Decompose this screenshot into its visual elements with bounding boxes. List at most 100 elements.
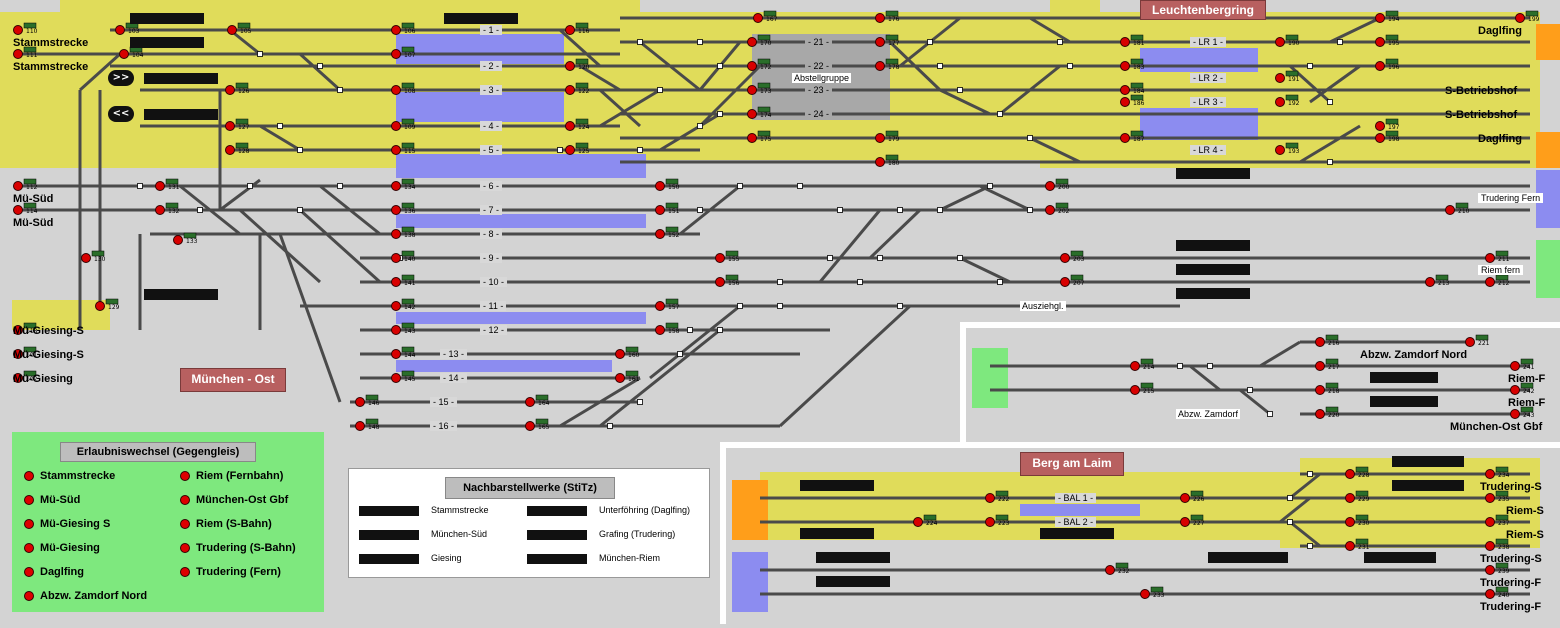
signal-151[interactable]: 151 — [655, 202, 680, 215]
signal-192[interactable]: 192 — [1275, 94, 1300, 107]
signal-203[interactable]: 203 — [1060, 250, 1085, 263]
switch-point[interactable] — [897, 207, 903, 213]
legend-item-mue-giesing-s[interactable]: Mü-Giesing S — [24, 518, 110, 530]
switch-point[interactable] — [247, 183, 253, 189]
signal-144[interactable]: 144 — [391, 346, 416, 359]
train-number-field[interactable] — [1176, 168, 1250, 179]
signal-167[interactable]: 167 — [753, 10, 778, 23]
signal-160[interactable]: 160 — [615, 346, 640, 359]
neighbor-muenchen-sued[interactable]: München-Süd — [359, 529, 487, 540]
switch-point[interactable] — [197, 207, 203, 213]
legend-item-mue-sued[interactable]: Mü-Süd — [24, 494, 80, 506]
switch-point[interactable] — [777, 279, 783, 285]
signal-158[interactable]: 158 — [655, 322, 680, 335]
switch-point[interactable] — [837, 207, 843, 213]
signal-106[interactable]: 106 — [391, 22, 416, 35]
signal-227[interactable]: 227 — [1180, 514, 1205, 527]
switch-point[interactable] — [297, 207, 303, 213]
signal-226[interactable]: 226 — [1180, 490, 1205, 503]
signal-108[interactable]: 108 — [391, 82, 416, 95]
switch-point[interactable] — [827, 255, 833, 261]
signal-181[interactable]: 181 — [1120, 34, 1145, 47]
switch-point[interactable] — [297, 147, 303, 153]
signal-177[interactable]: 177 — [875, 34, 900, 47]
train-number-field[interactable] — [800, 528, 874, 539]
train-number-field[interactable] — [130, 37, 204, 48]
signal-174[interactable]: 174 — [747, 106, 772, 119]
train-number-field[interactable] — [144, 73, 218, 84]
train-number-field[interactable] — [1370, 396, 1438, 407]
switch-point[interactable] — [637, 39, 643, 45]
signal-195[interactable]: 195 — [1375, 34, 1400, 47]
neighbor-unterfoehring[interactable]: Unterföhring (Daglfing) — [527, 505, 690, 516]
train-number-field[interactable] — [1364, 552, 1436, 563]
signal-207[interactable]: 207 — [1060, 274, 1085, 287]
signal-173[interactable]: 173 — [747, 82, 772, 95]
signal-176[interactable]: 176 — [875, 10, 900, 23]
signal-235[interactable]: 235 — [1485, 490, 1510, 503]
signal-110[interactable]: 110 — [13, 22, 38, 35]
signal-216[interactable]: 216 — [1315, 334, 1340, 347]
signal-222[interactable]: 222 — [985, 490, 1010, 503]
switch-point[interactable] — [1287, 519, 1293, 525]
train-number-field[interactable] — [1176, 264, 1250, 275]
signal-179[interactable]: 179 — [875, 130, 900, 143]
train-number-field[interactable] — [816, 576, 890, 587]
switch-point[interactable] — [717, 63, 723, 69]
switch-point[interactable] — [607, 423, 613, 429]
signal-138[interactable]: 138 — [391, 226, 416, 239]
signal-183[interactable]: 183 — [1120, 58, 1145, 71]
signal-114[interactable]: 114 — [13, 202, 38, 215]
signal-130[interactable]: 130 — [81, 250, 106, 263]
switch-point[interactable] — [637, 147, 643, 153]
signal-217[interactable]: 217 — [1315, 358, 1340, 371]
signal-148[interactable]: 148 — [355, 418, 380, 431]
signal-194[interactable]: 194 — [1375, 10, 1400, 23]
signal-122[interactable]: 122 — [565, 82, 590, 95]
signal-187[interactable]: 187 — [1120, 130, 1145, 143]
switch-point[interactable] — [877, 255, 883, 261]
neighbor-stammstrecke[interactable]: Stammstrecke — [359, 505, 489, 516]
signal-112[interactable]: 112 — [13, 178, 38, 191]
switch-point[interactable] — [637, 399, 643, 405]
train-number-field[interactable] — [1370, 372, 1438, 383]
signal-150[interactable]: 150 — [655, 178, 680, 191]
switch-point[interactable] — [697, 123, 703, 129]
signal-197[interactable]: 197 — [1375, 118, 1400, 131]
signal-186[interactable]: 186 — [1120, 94, 1145, 107]
switch-point[interactable] — [987, 183, 993, 189]
signal-125[interactable]: 125 — [565, 142, 590, 155]
signal-103[interactable]: 103 — [115, 22, 140, 35]
signal-234[interactable]: 234 — [1485, 466, 1510, 479]
switch-point[interactable] — [1267, 411, 1273, 417]
train-number-field[interactable] — [144, 289, 218, 300]
switch-point[interactable] — [1337, 39, 1343, 45]
switch-point[interactable] — [1057, 39, 1063, 45]
signal-157[interactable]: 157 — [655, 298, 680, 311]
switch-point[interactable] — [257, 51, 263, 57]
switch-point[interactable] — [957, 255, 963, 261]
signal-198[interactable]: 198 — [1375, 130, 1400, 143]
signal-230[interactable]: 230 — [1345, 514, 1370, 527]
signal-200[interactable]: 200 — [1045, 178, 1070, 191]
train-number-field[interactable] — [1040, 528, 1114, 539]
signal-142[interactable]: 142 — [391, 298, 416, 311]
signal-190[interactable]: 190 — [1275, 34, 1300, 47]
train-number-field[interactable] — [816, 552, 890, 563]
signal-229[interactable]: 229 — [1345, 490, 1370, 503]
signal-134[interactable]: 134 — [391, 178, 416, 191]
signal-237[interactable]: 237 — [1485, 514, 1510, 527]
signal-240[interactable]: 240 — [1485, 586, 1510, 599]
switch-point[interactable] — [1247, 387, 1253, 393]
signal-241[interactable]: 241 — [1510, 358, 1535, 371]
signal-146[interactable]: 146 — [355, 394, 380, 407]
train-number-field[interactable] — [1392, 456, 1464, 467]
signal-221[interactable]: 221 — [1465, 334, 1490, 347]
signal-124[interactable]: 124 — [565, 118, 590, 131]
signal-101[interactable]: 101 — [13, 346, 38, 359]
switch-point[interactable] — [897, 303, 903, 309]
switch-point[interactable] — [137, 183, 143, 189]
signal-172[interactable]: 172 — [747, 58, 772, 71]
signal-175[interactable]: 175 — [747, 130, 772, 143]
signal-164[interactable]: 164 — [525, 394, 550, 407]
